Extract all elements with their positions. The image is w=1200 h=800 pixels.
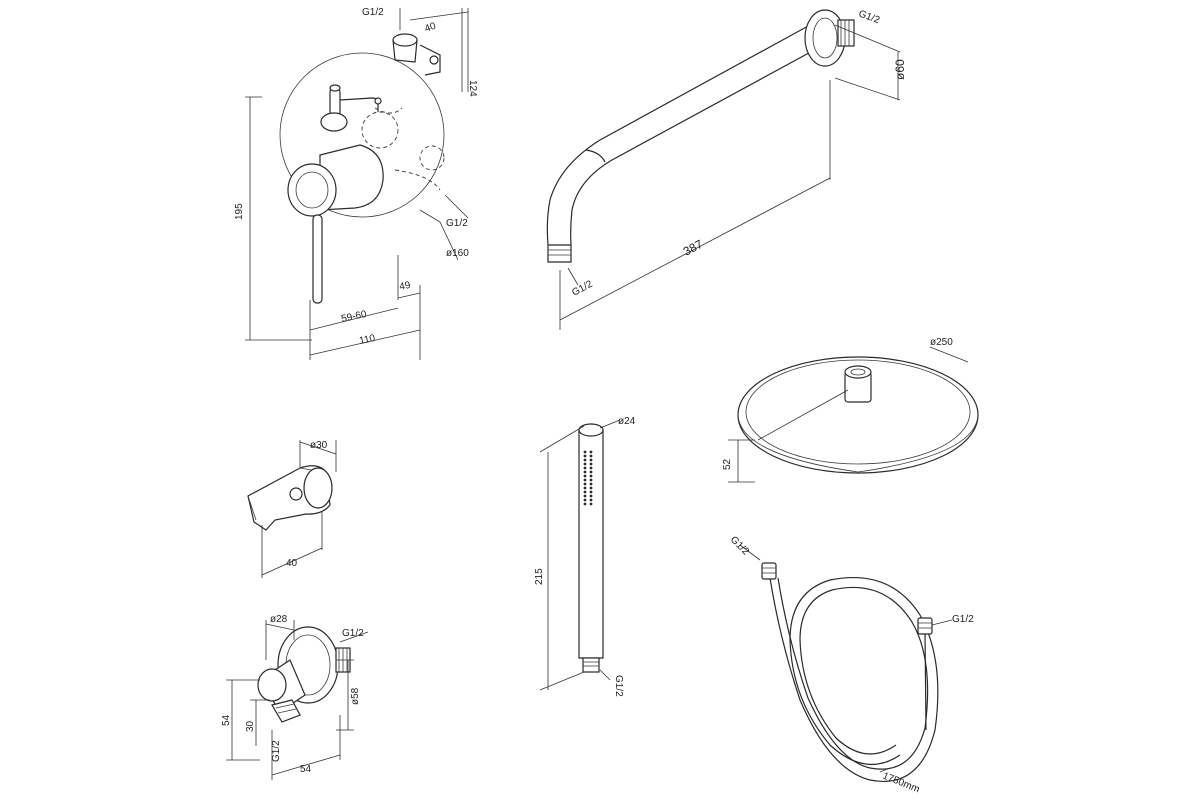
nozzle-dot [589,470,593,474]
mixer-depth-49-label: 49 [398,280,412,293]
nozzle-dot [589,482,593,486]
mixer-height-195-label: 195 [234,203,245,220]
hose-right-nut [917,617,933,635]
mixer-diameter-160-label: ø160 [446,248,469,259]
outlet-height-30-label: 30 [245,720,256,732]
nozzle-dot [583,502,587,506]
nozzle-dot [583,454,587,458]
nozzle-dot [583,498,587,502]
arm-thread-wall-label: G1/2 [857,8,882,26]
mixer-handle [287,144,384,304]
wall-flange [804,9,855,67]
hose-left-nut [761,562,777,580]
nozzle-dot [589,486,593,490]
nozzle-dot [589,490,593,494]
nozzle-dot [583,458,587,462]
nozzle-dot [589,478,593,482]
mixer-depth-110-label: 110 [358,333,376,347]
nozzle-dot [583,478,587,482]
nozzle-dot [589,454,593,458]
mixer-width-40-label: 40 [423,21,438,35]
arm-thread-end-label: G1/2 [570,279,595,299]
mixer-drawing: G1/2 40 124 195 G1/2 ø160 49 59-60 110 [234,7,478,360]
hand-shower-nozzles [583,450,593,506]
outlet-drawing: ø28 G1/2 ø58 54 30 G1/2 54 [221,614,369,780]
nozzle-dot [583,474,587,478]
outlet-diameter-58-label: ø58 [350,687,361,705]
hose-thread-left-label: G1/2 [728,534,751,557]
rain-head-drawing: ø250 52 [722,337,979,483]
nozzle-dot [589,474,593,478]
nozzle-dot [589,466,593,470]
handshower-height-215-label: 215 [534,568,545,585]
hose-thread-right-label: G1/2 [952,614,974,625]
outlet-bottom-thread [271,699,301,723]
shower-arm-drawing: G1/2 ø60 387 G1/2 [546,8,907,330]
nozzle-dot [589,458,593,462]
nozzle-dot [583,450,587,454]
mixer-plate [279,52,445,218]
arm-diameter-60-label: ø60 [893,59,907,80]
outlet-height-54-label: 54 [221,714,232,726]
hand-shower-thread [582,657,600,673]
nozzle-dot [583,494,587,498]
head-connector [844,365,872,403]
nozzle-dot [589,502,593,506]
nozzle-dot [589,498,593,502]
outlet-width-54-label: 54 [300,764,312,775]
hose-length-label: 1750mm [881,771,921,796]
mixer-thread-side-label: G1/2 [446,218,468,229]
holder-drawing: ø30 40 [247,440,337,578]
holder-width-40-label: 40 [286,558,298,569]
nozzle-dot [589,494,593,498]
nozzle-dot [583,486,587,490]
handshower-thread-label: G1/2 [613,675,624,697]
arm-outlet-thread [547,244,572,263]
mixer-depth-5960-label: 59-60 [340,309,368,325]
outlet-diameter-28-label: ø28 [270,614,288,625]
nozzle-dot [583,462,587,466]
head-height-52-label: 52 [722,458,733,470]
hand-shower-drawing: ø24 215 G1/2 [534,416,636,697]
holder-diameter-30-label: ø30 [310,440,328,451]
nozzle-dot [583,466,587,470]
mixer-top-connector [392,33,441,76]
arm-length-387-label: 387 [681,237,706,259]
outlet-thread-right-label: G1/2 [342,628,364,639]
nozzle-dot [583,490,587,494]
hose-drawing: G1/2 G1/2 1750mm [728,534,974,795]
nozzle-dot [583,482,587,486]
head-diameter-250-label: ø250 [930,337,953,348]
nozzle-dot [589,450,593,454]
diverter-knob [320,84,382,132]
nozzle-dot [583,470,587,474]
mixer-height-124-label: 124 [467,80,478,97]
outlet-thread-bottom-label: G1/2 [271,740,282,762]
nozzle-dot [589,462,593,466]
handshower-diameter-24-label: ø24 [618,416,636,427]
mixer-thread-top-label: G1/2 [362,7,384,18]
